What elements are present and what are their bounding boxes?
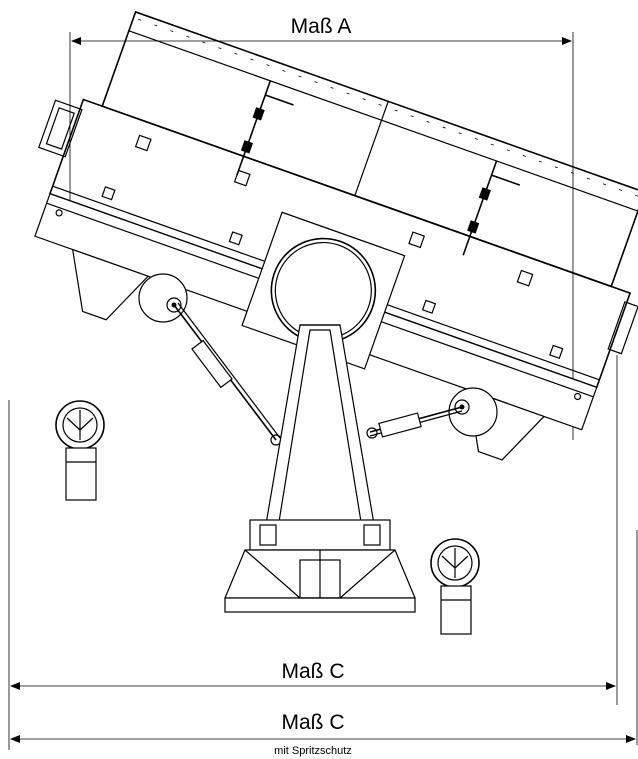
dimension-c-splash-sublabel: mit Spritzschutz (274, 745, 352, 757)
dimension-c-label: Maß C (282, 660, 345, 683)
gear-motor-left (55, 400, 105, 501)
hopper-left (71, 248, 150, 321)
side-bracket-right (607, 301, 638, 355)
dimension-c: Maß C (8, 355, 618, 750)
pivot-disc-left (138, 273, 188, 323)
machine-body (34, 10, 638, 461)
housing-fittings (55, 134, 582, 401)
base-frame (224, 549, 416, 613)
dimension-a: Maß A (69, 15, 574, 440)
lever-right (462, 160, 521, 256)
dimension-c-splash-label: Maß C (282, 711, 345, 734)
lever-left (236, 80, 294, 176)
side-bracket-left (38, 99, 83, 158)
pivot-disc-right (448, 387, 498, 437)
dimension-c-splash-guard: Maß C mit Spritzschutz (10, 530, 638, 757)
hydraulic-cylinder-right (366, 406, 463, 439)
gear-motor-right (430, 538, 480, 635)
dimension-a-label: Maß A (291, 15, 352, 38)
hydraulic-cylinder-left (173, 302, 282, 446)
